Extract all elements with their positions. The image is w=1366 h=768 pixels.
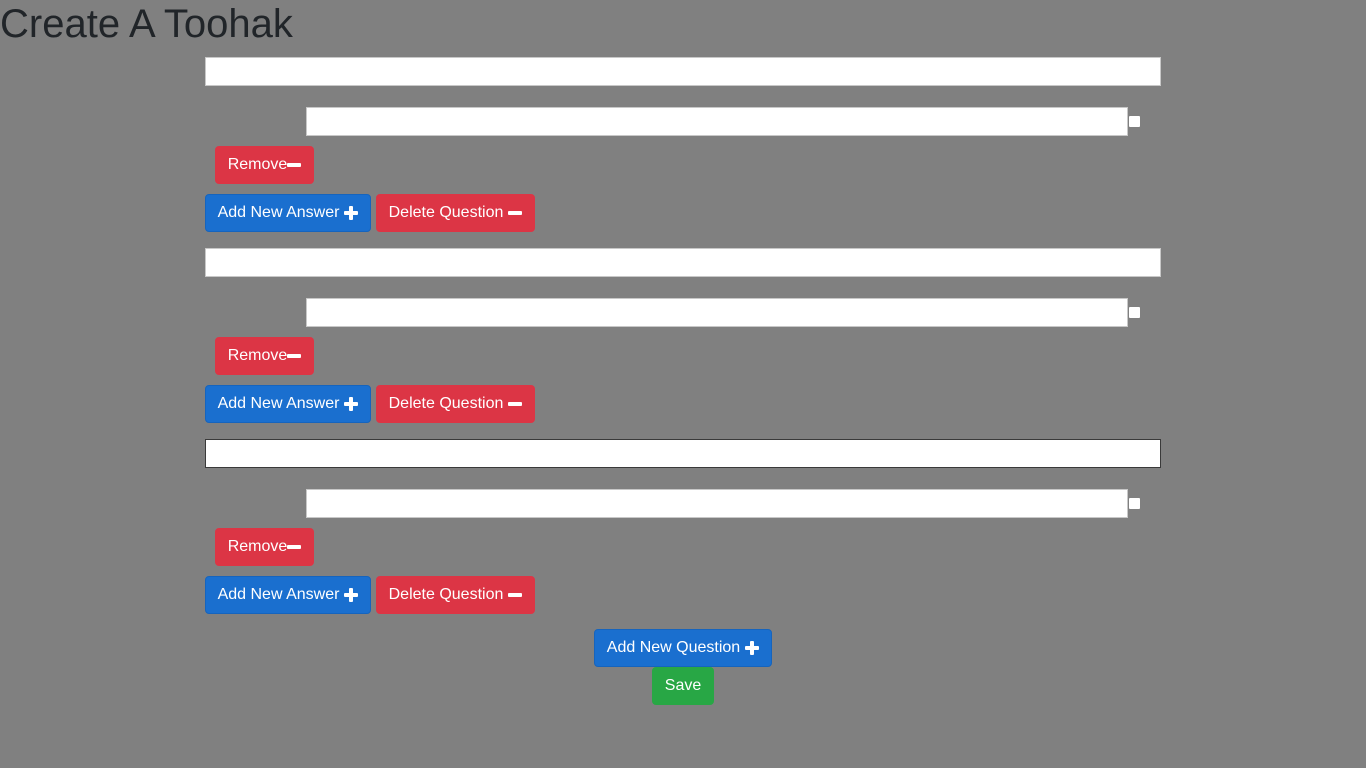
add-new-answer-label: Add New Answer [217, 395, 340, 412]
question-block: Remove Add New Answer Delete Question [0, 57, 1366, 248]
correct-answer-checkbox[interactable] [1129, 498, 1140, 509]
save-label: Save [664, 677, 702, 694]
remove-answer-button[interactable]: Remove [215, 528, 314, 566]
question-input[interactable] [205, 248, 1161, 277]
delete-question-label: Delete Question [388, 586, 504, 603]
minus-icon [508, 397, 523, 411]
question-block: Remove Add New Answer Delete Question [0, 248, 1366, 439]
remove-answer-label: Remove [227, 156, 288, 173]
plus-icon [745, 641, 760, 655]
add-new-answer-button[interactable]: Add New Answer [205, 385, 371, 423]
add-new-answer-button[interactable]: Add New Answer [205, 194, 371, 232]
question-input[interactable] [205, 439, 1161, 468]
question-block: Remove Add New Answer Delete Question [0, 439, 1366, 630]
correct-answer-checkbox[interactable] [1129, 116, 1140, 127]
answer-input[interactable] [306, 298, 1128, 327]
remove-answer-button[interactable]: Remove [215, 146, 314, 184]
plus-icon [344, 588, 359, 602]
save-button[interactable]: Save [652, 667, 714, 705]
remove-answer-label: Remove [227, 347, 288, 364]
minus-icon [287, 349, 302, 363]
delete-question-label: Delete Question [388, 395, 504, 412]
remove-answer-label: Remove [227, 538, 288, 555]
answer-input[interactable] [306, 107, 1128, 136]
add-new-answer-label: Add New Answer [217, 204, 340, 221]
question-input[interactable] [205, 57, 1161, 86]
add-new-answer-label: Add New Answer [217, 586, 340, 603]
minus-icon [287, 158, 302, 172]
plus-icon [344, 206, 359, 220]
minus-icon [287, 540, 302, 554]
add-new-question-button[interactable]: Add New Question [594, 629, 772, 667]
delete-question-button[interactable]: Delete Question [376, 194, 535, 232]
add-new-answer-button[interactable]: Add New Answer [205, 576, 371, 614]
delete-question-button[interactable]: Delete Question [376, 385, 535, 423]
correct-answer-checkbox[interactable] [1129, 307, 1140, 318]
delete-question-label: Delete Question [388, 204, 504, 221]
minus-icon [508, 588, 523, 602]
minus-icon [508, 206, 523, 220]
answer-input[interactable] [306, 489, 1128, 518]
plus-icon [344, 397, 359, 411]
delete-question-button[interactable]: Delete Question [376, 576, 535, 614]
remove-answer-button[interactable]: Remove [215, 337, 314, 375]
add-new-question-label: Add New Question [606, 639, 741, 656]
page-title: Create A Toohak [0, 2, 293, 46]
